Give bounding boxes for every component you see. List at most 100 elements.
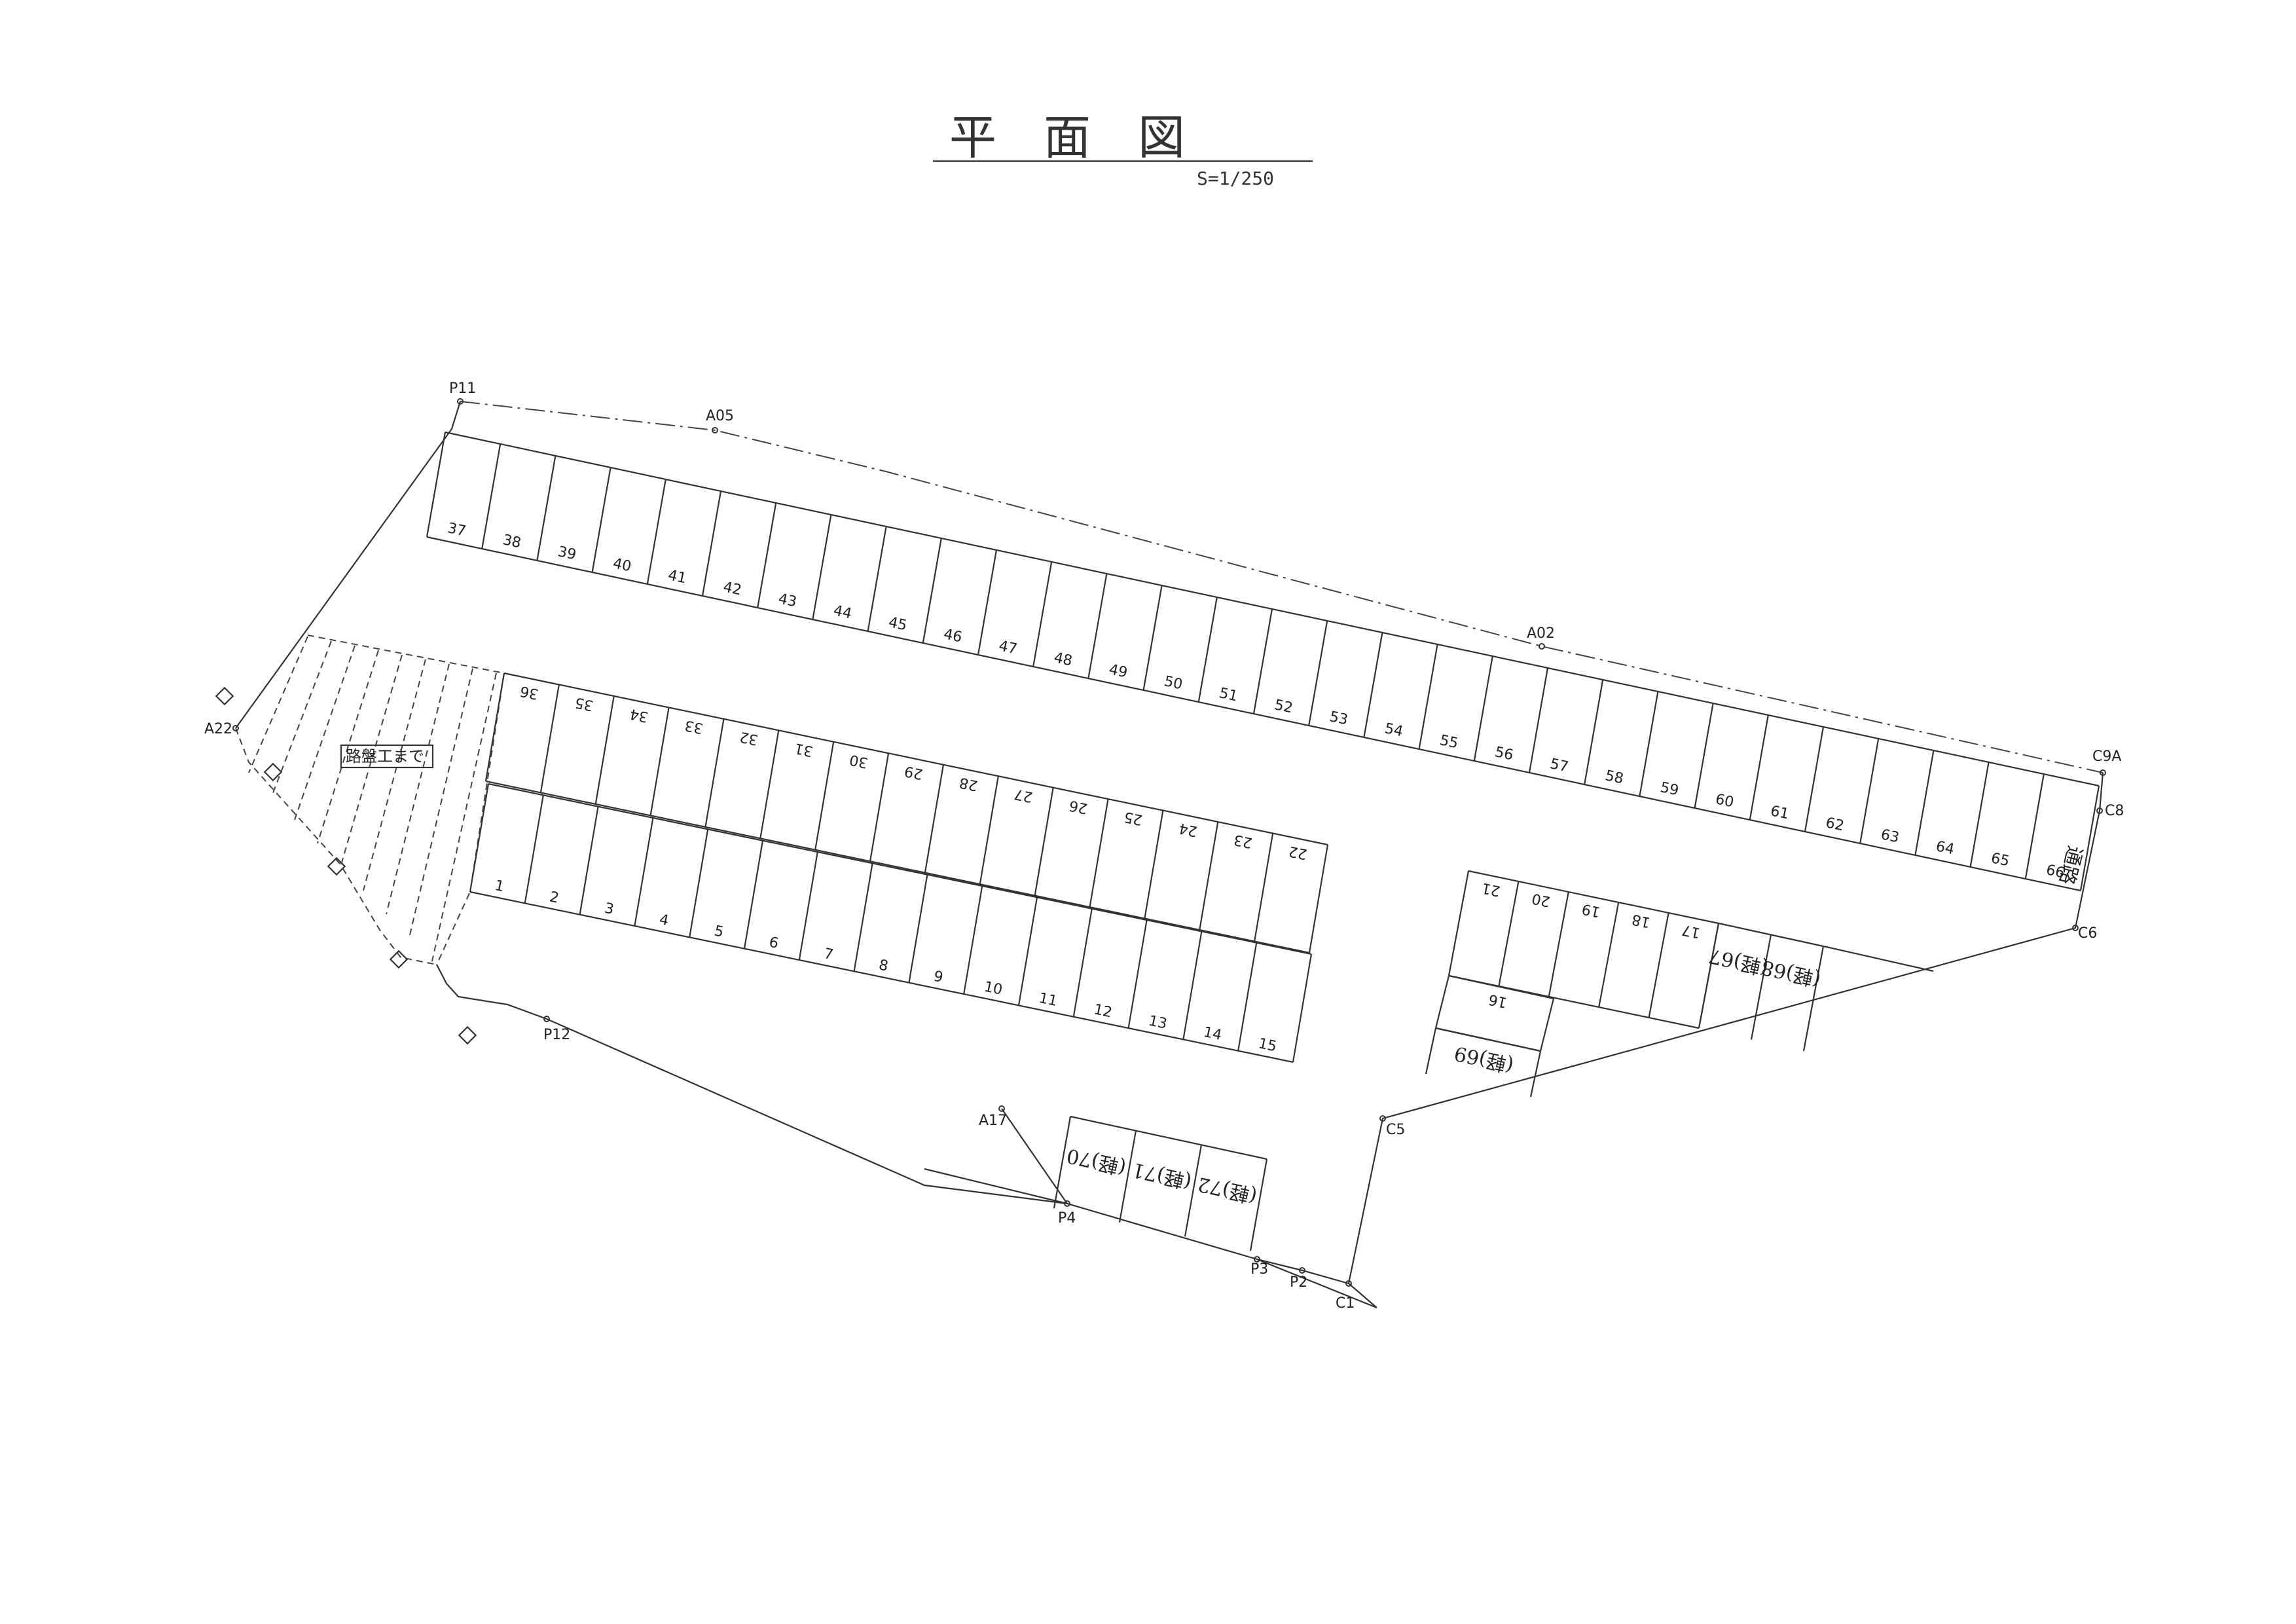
stall-number: 59	[1659, 779, 1681, 799]
stall-number: 54	[1383, 720, 1405, 740]
svg-text:A02: A02	[1527, 625, 1555, 642]
svg-text:P3: P3	[1250, 1261, 1268, 1278]
stall-number: 15	[1257, 1035, 1278, 1055]
road-label: 通路	[2054, 843, 2086, 887]
stall-number: 41	[666, 567, 688, 587]
stall-number: 27	[1013, 785, 1034, 805]
stall-number: 21	[1480, 879, 1502, 899]
stall-number: 60	[1714, 791, 1736, 811]
stall-number: 31	[793, 739, 815, 759]
stall-number: 40	[611, 555, 633, 575]
stall-number: 58	[1603, 767, 1625, 787]
stall-number: 12	[1092, 1001, 1113, 1021]
stall-number: 30	[848, 751, 869, 771]
stall-number: 52	[1273, 697, 1294, 716]
stall-number: 18	[1630, 911, 1652, 931]
stall-number: 57	[1548, 756, 1570, 775]
stall-number: 36	[519, 682, 540, 702]
stall-number: 20	[1531, 890, 1552, 910]
note-label: 路盤工まで	[346, 747, 424, 766]
svg-text:C6: C6	[2078, 925, 2097, 942]
svg-text:C5: C5	[1386, 1122, 1405, 1138]
svg-text:C1: C1	[1336, 1295, 1355, 1312]
stall-number: 65	[1990, 850, 2011, 870]
stall-number: 23	[1232, 831, 1254, 851]
stall-number: 51	[1218, 685, 1239, 705]
stall-number: (軽)69	[1452, 1041, 1516, 1077]
stall-69: (軽)69	[1425, 1027, 1542, 1098]
stall-number: 10	[983, 979, 1004, 999]
stall-number: 61	[1769, 803, 1791, 822]
stall-number: 3	[603, 900, 615, 918]
stall-number: 2	[548, 889, 560, 906]
stall-number: (軽)68	[1759, 955, 1823, 991]
parking-stalls: 3738394041424344454647484950515253545556…	[426, 431, 2100, 1251]
stall-number: 62	[1824, 815, 1846, 834]
stall-number: 38	[501, 532, 522, 551]
stall-number: 55	[1438, 732, 1460, 752]
stall-row-right-light: (軽)67(軽)68	[1698, 922, 1825, 1052]
svg-text:P11: P11	[449, 380, 476, 397]
survey-markers	[215, 686, 477, 1045]
plan-title: 平 面 図	[949, 110, 1185, 165]
stall-number: 28	[958, 774, 979, 794]
stall-row-top: 3738394041424344454647484950515253545556…	[426, 431, 2100, 892]
stall-number: 26	[1068, 797, 1089, 817]
stall-number: 37	[446, 520, 467, 540]
svg-text:C8: C8	[2105, 803, 2124, 819]
stall-number: 32	[738, 728, 760, 748]
svg-text:A22: A22	[204, 721, 232, 737]
stall-number: 7	[822, 946, 835, 963]
stall-number: 50	[1163, 673, 1184, 693]
stall-number: 64	[1935, 838, 1956, 858]
svg-text:P2: P2	[1290, 1274, 1307, 1291]
stall-number: (軽)71	[1130, 1158, 1194, 1193]
stall-number: 14	[1202, 1024, 1223, 1044]
stall-number: 63	[1879, 826, 1901, 846]
stall-number: 22	[1287, 842, 1309, 862]
stall-number: 6	[767, 934, 780, 952]
note-box	[340, 744, 434, 769]
stall-number: 35	[574, 693, 595, 713]
stall-number: 17	[1681, 921, 1702, 941]
svg-text:P4: P4	[1058, 1210, 1076, 1227]
svg-text:C9A: C9A	[2092, 748, 2121, 765]
stall-number: 49	[1108, 661, 1129, 681]
stall-number: 66	[2045, 862, 2066, 881]
stall-number: 25	[1123, 808, 1144, 828]
stall-number: 42	[721, 579, 743, 599]
stall-number: 4	[658, 912, 670, 929]
stall-number: (軽)70	[1065, 1143, 1128, 1179]
stall-number: 8	[877, 957, 890, 974]
svg-text:A17: A17	[979, 1113, 1007, 1129]
svg-text:P12: P12	[543, 1027, 570, 1043]
stall-number: 34	[629, 705, 650, 725]
stall-number: 11	[1038, 990, 1059, 1010]
stall-number: 53	[1328, 709, 1349, 728]
stall-number: 45	[887, 614, 909, 634]
stall-number: 16	[1487, 991, 1509, 1010]
stall-number: 24	[1178, 820, 1199, 840]
stall-number: 13	[1147, 1013, 1168, 1033]
stall-number: 56	[1493, 744, 1515, 764]
hatched-base-course-area	[248, 635, 505, 965]
point-labels: P11 A05 A02 C9A C8 C6 C5 C1 P2 P3 P4 A17…	[204, 380, 2124, 1312]
stall-number: 48	[1052, 650, 1074, 669]
scale-label: S=1/250	[1197, 168, 1274, 189]
boundary-points	[232, 398, 2106, 1287]
stall-number: 29	[903, 762, 924, 782]
stall-16: 16	[1434, 974, 1555, 1052]
stall-number: 19	[1580, 900, 1602, 920]
svg-text:A05: A05	[706, 408, 734, 424]
stall-number: 39	[556, 544, 578, 563]
stall-number: 43	[776, 591, 798, 610]
stall-number: 1	[493, 877, 505, 895]
stall-number: 33	[683, 716, 705, 736]
stall-number: 9	[932, 969, 945, 986]
stall-number: 47	[997, 638, 1019, 657]
stall-number: 5	[713, 923, 725, 940]
stall-number: 46	[942, 626, 964, 646]
